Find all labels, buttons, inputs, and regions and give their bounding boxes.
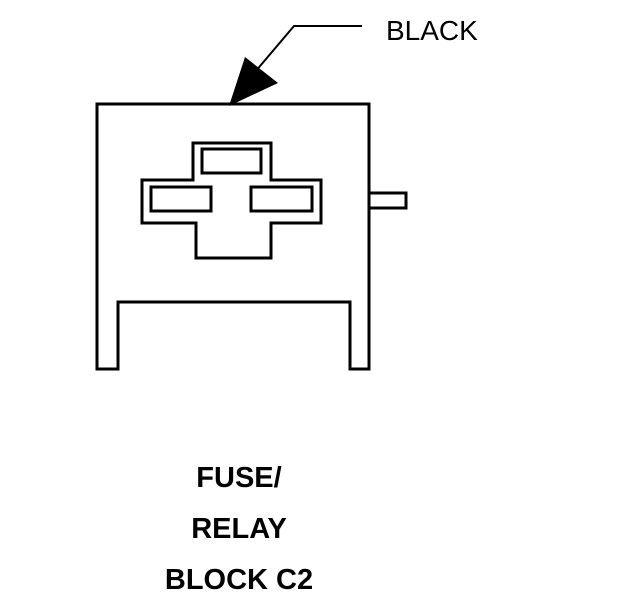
connector-title-line-1: FUSE/ bbox=[196, 462, 281, 494]
terminal-slot-left bbox=[149, 185, 213, 213]
cavity-outline bbox=[140, 141, 323, 260]
leader-line bbox=[254, 25, 362, 73]
terminal-slot-right bbox=[249, 185, 314, 213]
terminal-cavity bbox=[140, 141, 323, 260]
connector-title: FUSE/ RELAY BLOCK C2 bbox=[165, 462, 313, 596]
connector-title-line-3: BLOCK C2 bbox=[165, 564, 313, 596]
leader-arrowhead bbox=[229, 57, 278, 106]
connector-housing bbox=[95, 102, 408, 371]
locking-tab bbox=[369, 191, 408, 210]
terminal-slot-top bbox=[200, 147, 263, 175]
wire-color-label: BLACK bbox=[386, 15, 478, 46]
housing-outline bbox=[95, 102, 371, 371]
connector-title-line-2: RELAY bbox=[191, 513, 287, 545]
callout-leader bbox=[229, 25, 362, 106]
